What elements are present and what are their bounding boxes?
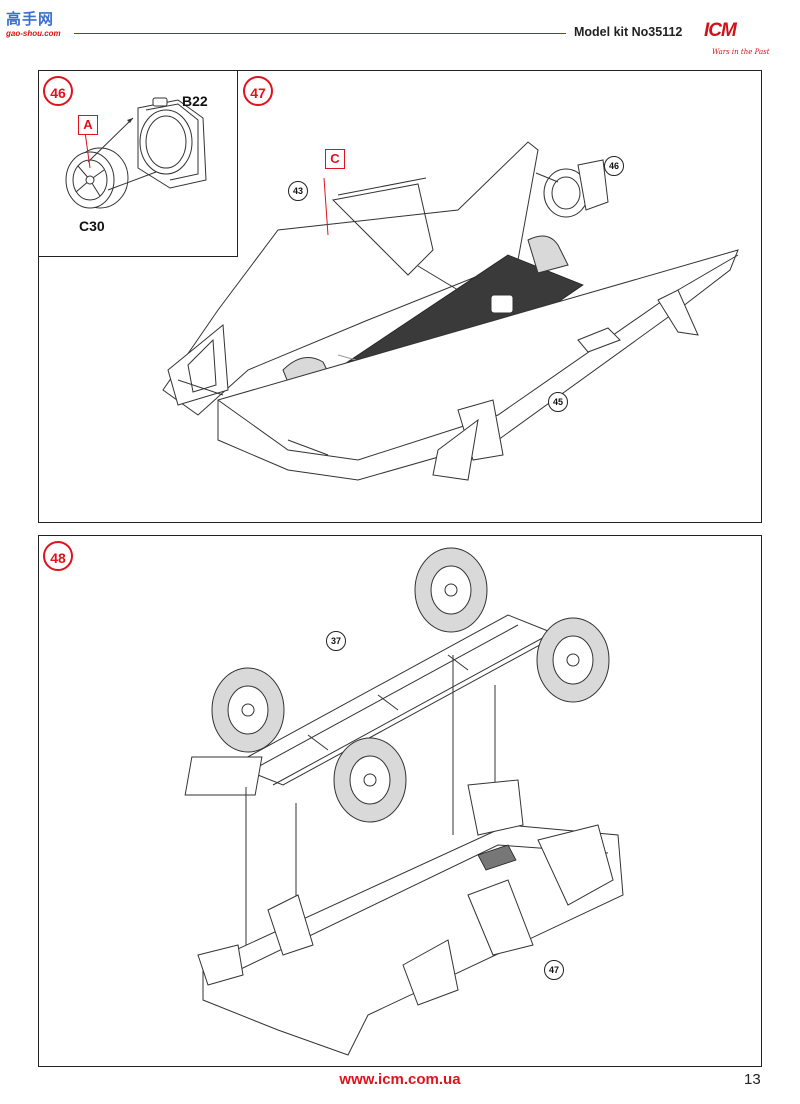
step-47-tag: C xyxy=(325,149,345,169)
ref-part-47: 47 xyxy=(544,960,564,980)
brand-tagline: Wars in the Past xyxy=(712,48,770,56)
watermark-logo: 高手网 gao-shou.com xyxy=(6,8,72,40)
ref-part-45: 45 xyxy=(548,392,568,412)
model-kit-number: Model kit No35112 xyxy=(574,25,683,39)
footer-website-link[interactable]: www.icm.com.ua xyxy=(339,1071,461,1088)
ref-part-43: 43 xyxy=(288,181,308,201)
step-46-badge: 46 xyxy=(43,76,73,106)
step-48-badge: 48 xyxy=(43,541,73,571)
step-46-tag: A xyxy=(78,115,98,135)
watermark-site-url: gao-shou.com xyxy=(6,29,61,38)
wheel-rear-right xyxy=(333,737,407,823)
step-46-inset xyxy=(38,70,238,257)
wheel-rear-left xyxy=(211,667,285,753)
step-47-badge: 47 xyxy=(243,76,273,106)
step-48-drawing xyxy=(184,547,624,1056)
ref-part-37: 37 xyxy=(326,631,346,651)
page-number: 13 xyxy=(744,1071,761,1088)
header-rule xyxy=(74,33,566,34)
part-label-b22: B22 xyxy=(182,93,208,109)
brand-logo: ICM Wars in the Past xyxy=(704,20,780,64)
wheel-front-right xyxy=(536,617,610,703)
step-46-drawing xyxy=(65,97,207,209)
brand-name: ICM xyxy=(704,20,737,41)
step-47-drawing xyxy=(162,141,739,481)
ref-step-46: 46 xyxy=(604,156,624,176)
part-label-c30: C30 xyxy=(79,218,105,234)
watermark-site-name: 高手网 xyxy=(6,11,55,28)
wheel-front-left xyxy=(414,547,488,633)
